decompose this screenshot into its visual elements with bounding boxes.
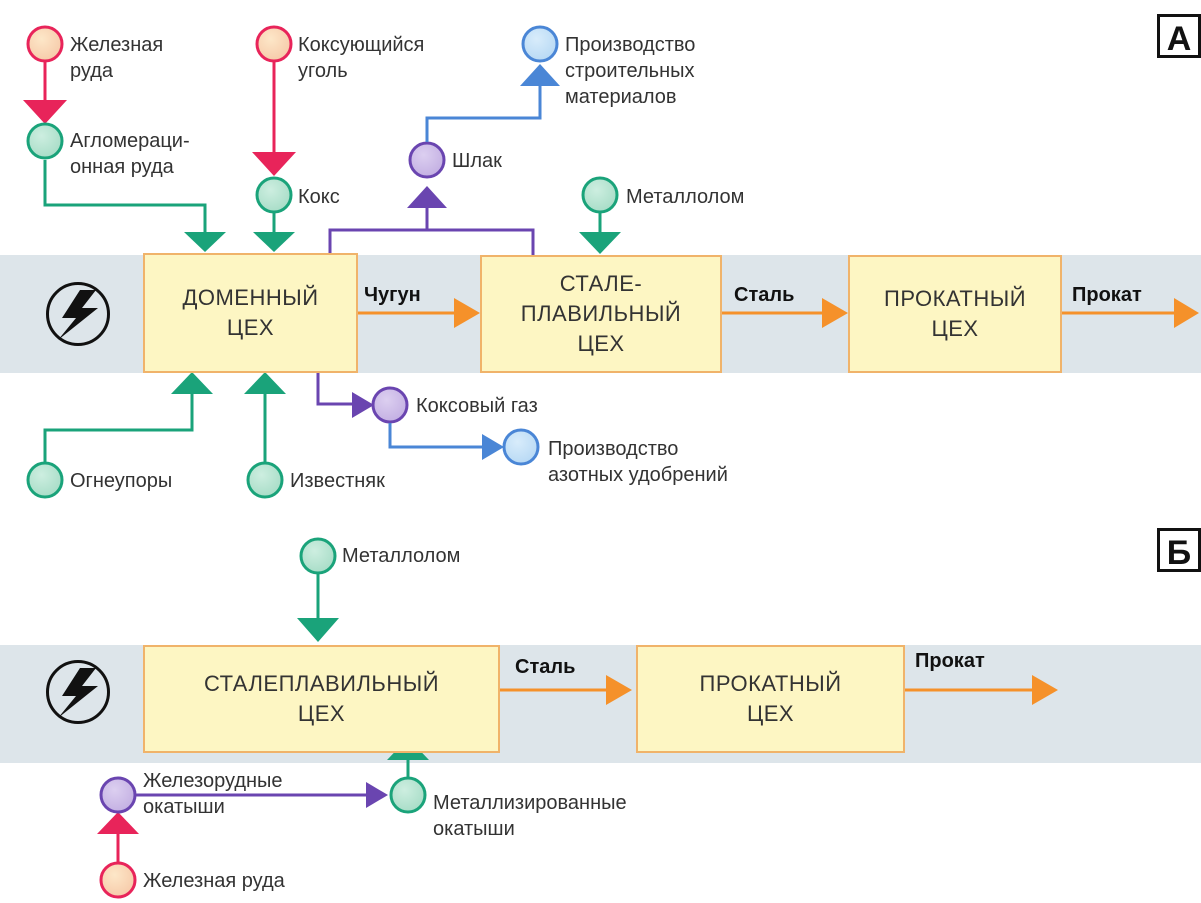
- rolling-shop-box-a: ПРОКАТНЫЙ ЦЕХ: [848, 255, 1062, 373]
- iron-ore-label-b: Железная руда: [143, 870, 285, 892]
- electric-energy-ring: [46, 660, 110, 724]
- pig-iron-flow-label: Чугун: [364, 284, 421, 306]
- down-arrow-icon: [297, 618, 339, 642]
- right-arrow-icon: [482, 434, 504, 460]
- blast-furnace-label: ДОМЕННЫЙ ЦЕХ: [182, 285, 319, 340]
- coking-coal-node: [252, 25, 296, 176]
- metallized-label: Металлизированные окатыши: [433, 792, 627, 840]
- up-arrow-icon: [244, 372, 286, 394]
- rolling-shop-label-a: ПРОКАТНЫЙ ЦЕХ: [884, 286, 1026, 341]
- coke-node: [253, 176, 295, 252]
- rolled-flow-label-b: Прокат: [915, 650, 985, 672]
- slag-node: [328, 141, 535, 255]
- down-arrow-icon: [579, 232, 621, 254]
- panel-b-letter: Б: [1157, 528, 1201, 572]
- steel-flow-label-a: Сталь: [734, 284, 795, 306]
- right-arrow-icon: [1174, 298, 1199, 328]
- blast-furnace-box: ДОМЕННЫЙ ЦЕХ: [143, 253, 358, 373]
- scrap-label-b: Металлолом: [342, 545, 461, 567]
- steel-shop-box-b: СТАЛЕПЛАВИЛЬНЫЙ ЦЕХ: [143, 645, 500, 753]
- up-arrow-icon: [171, 372, 213, 394]
- coking-coal-label: Коксующийся уголь: [298, 34, 425, 82]
- right-arrow-icon: [1032, 675, 1058, 705]
- building-materials-label: Производство строительных материалов: [565, 34, 696, 108]
- scrap-node-b: [297, 537, 339, 642]
- down-arrow-icon: [252, 152, 296, 176]
- steel-flow-label-b: Сталь: [515, 656, 576, 678]
- electric-energy-ring: [46, 282, 110, 346]
- scrap-node-a: [579, 176, 621, 254]
- rolling-shop-box-b: ПРОКАТНЫЙ ЦЕХ: [636, 645, 905, 753]
- coke-label: Кокс: [298, 186, 340, 208]
- iron-ore-node: [23, 25, 67, 124]
- steel-shop-label-a: СТАЛЕ- ПЛАВИЛЬНЫЙ ЦЕХ: [520, 271, 682, 356]
- right-arrow-icon: [606, 675, 632, 705]
- limestone-node: [244, 372, 286, 499]
- building-materials-node: [425, 25, 560, 142]
- main-flow-a: [358, 298, 1199, 328]
- up-arrow-icon: [407, 186, 447, 208]
- steel-shop-label-b: СТАЛЕПЛАВИЛЬНЫЙ ЦЕХ: [203, 671, 440, 726]
- pellets-label: Железорудные окатыши: [143, 770, 283, 818]
- sinter-ore-label: Агломераци- онная руда: [70, 130, 190, 178]
- sinter-ore-node: [26, 122, 226, 252]
- up-arrow-icon: [97, 812, 139, 834]
- pellets-node: [99, 776, 388, 814]
- fertilizers-label: Производство азотных удобрений: [548, 438, 728, 486]
- iron-ore-node-b: [97, 812, 139, 899]
- right-arrow-icon: [352, 392, 374, 418]
- down-arrow-icon: [253, 232, 295, 252]
- scrap-label-a: Металлолом: [626, 186, 745, 208]
- coke-gas-label: Коксовый газ: [416, 395, 538, 417]
- panel-a-letter: А: [1157, 14, 1201, 58]
- down-arrow-icon: [184, 232, 226, 252]
- main-flow-b: [500, 675, 1058, 705]
- fertilizers-node: [388, 423, 540, 466]
- refractories-label: Огнеупоры: [70, 470, 173, 492]
- steel-shop-box-a: СТАЛЕ- ПЛАВИЛЬНЫЙ ЦЕХ: [480, 255, 722, 373]
- right-arrow-icon: [822, 298, 848, 328]
- rolled-flow-label-a: Прокат: [1072, 284, 1142, 306]
- rolling-shop-label-b: ПРОКАТНЫЙ ЦЕХ: [699, 671, 842, 726]
- limestone-label: Известняк: [290, 470, 385, 492]
- iron-ore-label: Железная руда: [70, 34, 164, 82]
- up-arrow-icon: [520, 64, 560, 86]
- right-arrow-icon: [366, 782, 388, 808]
- coke-gas-node: [316, 373, 409, 424]
- right-arrow-icon: [454, 298, 480, 328]
- refractories-node: [26, 372, 213, 499]
- down-arrow-icon: [23, 100, 67, 124]
- slag-label: Шлак: [452, 150, 502, 172]
